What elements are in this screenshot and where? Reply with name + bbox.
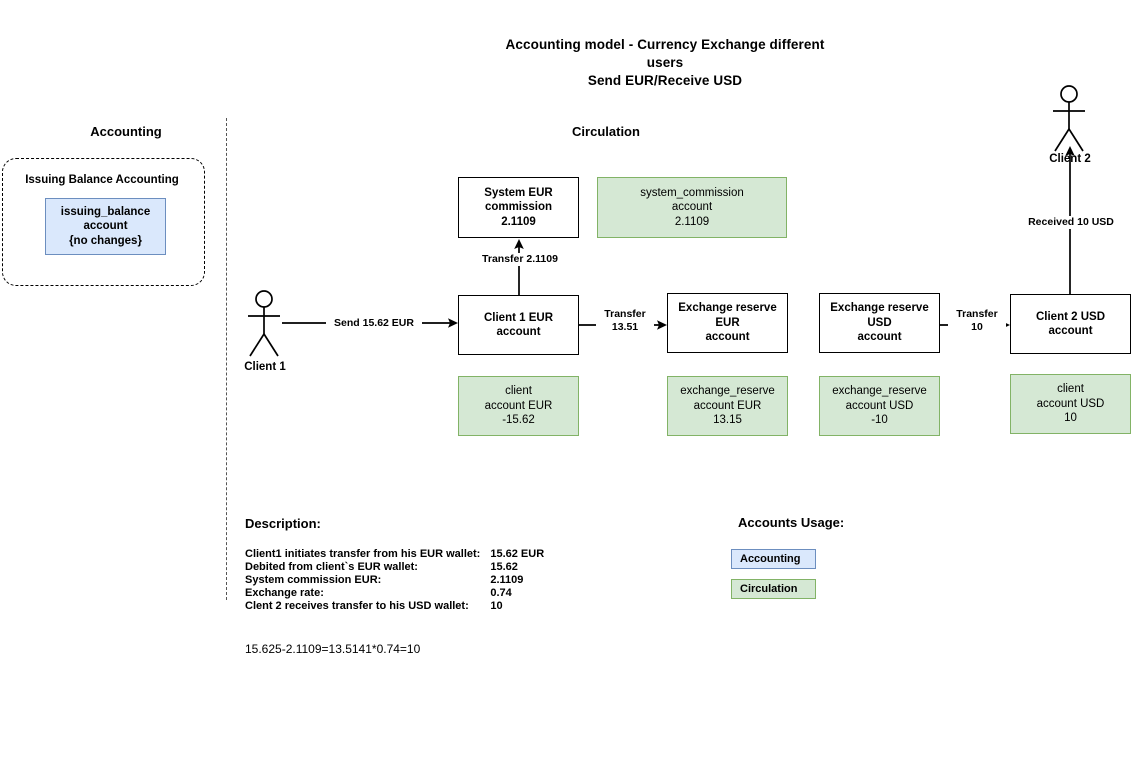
description-label: Client1 initiates transfer from his EUR … — [245, 548, 481, 560]
edge-label-received-usd: Received 10 USD — [1020, 216, 1122, 229]
diagram-title: Accounting model - Currency Exchange dif… — [440, 36, 890, 90]
description-row: Debited from client`s EUR wallet: 15.62 — [245, 561, 544, 574]
client2-usd-account-box[interactable]: Client 2 USD account — [1010, 294, 1131, 354]
edge-label-send-eur: Send 15.62 EUR — [326, 317, 422, 330]
description-row: Client1 initiates transfer from his EUR … — [245, 548, 544, 561]
diagram-title-line-3: Send EUR/Receive USD — [587, 73, 743, 88]
legend-item-accounting[interactable]: Accounting — [731, 549, 816, 569]
swimlane-header-accounting: Accounting — [90, 124, 162, 139]
legend-item-circulation[interactable]: Circulation — [731, 579, 816, 599]
client-account-eur-ledger-box[interactable]: client account EUR -15.62 — [458, 376, 579, 436]
system-commission-ledger-box[interactable]: system_commission account 2.1109 — [597, 177, 787, 238]
description-table: Client1 initiates transfer from his EUR … — [245, 548, 544, 613]
exchange-reserve-usd-ledger-box[interactable]: exchange_reserve account USD -10 — [819, 376, 940, 436]
system-eur-commission-box[interactable]: System EUR commission 2.1109 — [458, 177, 579, 238]
description-row: Clent 2 receives transfer to his USD wal… — [245, 600, 544, 613]
description-value: 10 — [490, 600, 503, 612]
description-label: System commission EUR: — [245, 574, 382, 586]
description-heading: Description: — [245, 516, 321, 531]
description-label: Debited from client`s EUR wallet: — [245, 561, 418, 573]
edge-label-transfer-13-51: Transfer 13.51 — [596, 308, 654, 334]
issuing-balance-account-box[interactable]: issuing_balance account {no changes} — [45, 198, 166, 255]
description-label: Clent 2 receives transfer to his USD wal… — [245, 600, 469, 612]
swimlane-header-circulation: Circulation — [572, 124, 640, 139]
issuing-balance-accounting-label: Issuing Balance Accounting — [25, 174, 179, 186]
description-formula: 15.625-2.1109=13.5141*0.74=10 — [245, 642, 421, 656]
description-value: 0.74 — [490, 587, 512, 599]
description-value: 2.1109 — [490, 574, 524, 586]
edge-label-transfer-commission: Transfer 2.1109 — [470, 253, 570, 266]
edge-label-transfer-10: Transfer 10 — [948, 308, 1006, 334]
client-1-actor-icon — [248, 290, 280, 357]
description-value: 15.62 — [490, 561, 518, 573]
client-account-usd-ledger-box[interactable]: client account USD 10 — [1010, 374, 1131, 434]
diagram-title-line-1: Accounting model - Currency Exchange dif… — [505, 37, 825, 52]
description-value: 15.62 EUR — [490, 548, 545, 560]
exchange-reserve-eur-box[interactable]: Exchange reserve EUR account — [667, 293, 788, 353]
legend-heading: Accounts Usage: — [738, 515, 845, 530]
client-1-label: Client 1 — [244, 361, 286, 373]
edge-client1-to-commission — [514, 239, 524, 296]
description-label: Exchange rate: — [245, 587, 324, 599]
description-row: Exchange rate: 0.74 — [245, 587, 544, 600]
client1-eur-account-box[interactable]: Client 1 EUR account — [458, 295, 579, 355]
exchange-reserve-usd-box[interactable]: Exchange reserve USD account — [819, 293, 940, 353]
diagram-title-line-2: users — [646, 55, 684, 70]
swimlane-divider — [226, 118, 227, 600]
client-2-actor-icon — [1053, 85, 1085, 152]
description-row: System commission EUR: 2.1109 — [245, 574, 544, 587]
exchange-reserve-eur-ledger-box[interactable]: exchange_reserve account EUR 13.15 — [667, 376, 788, 436]
